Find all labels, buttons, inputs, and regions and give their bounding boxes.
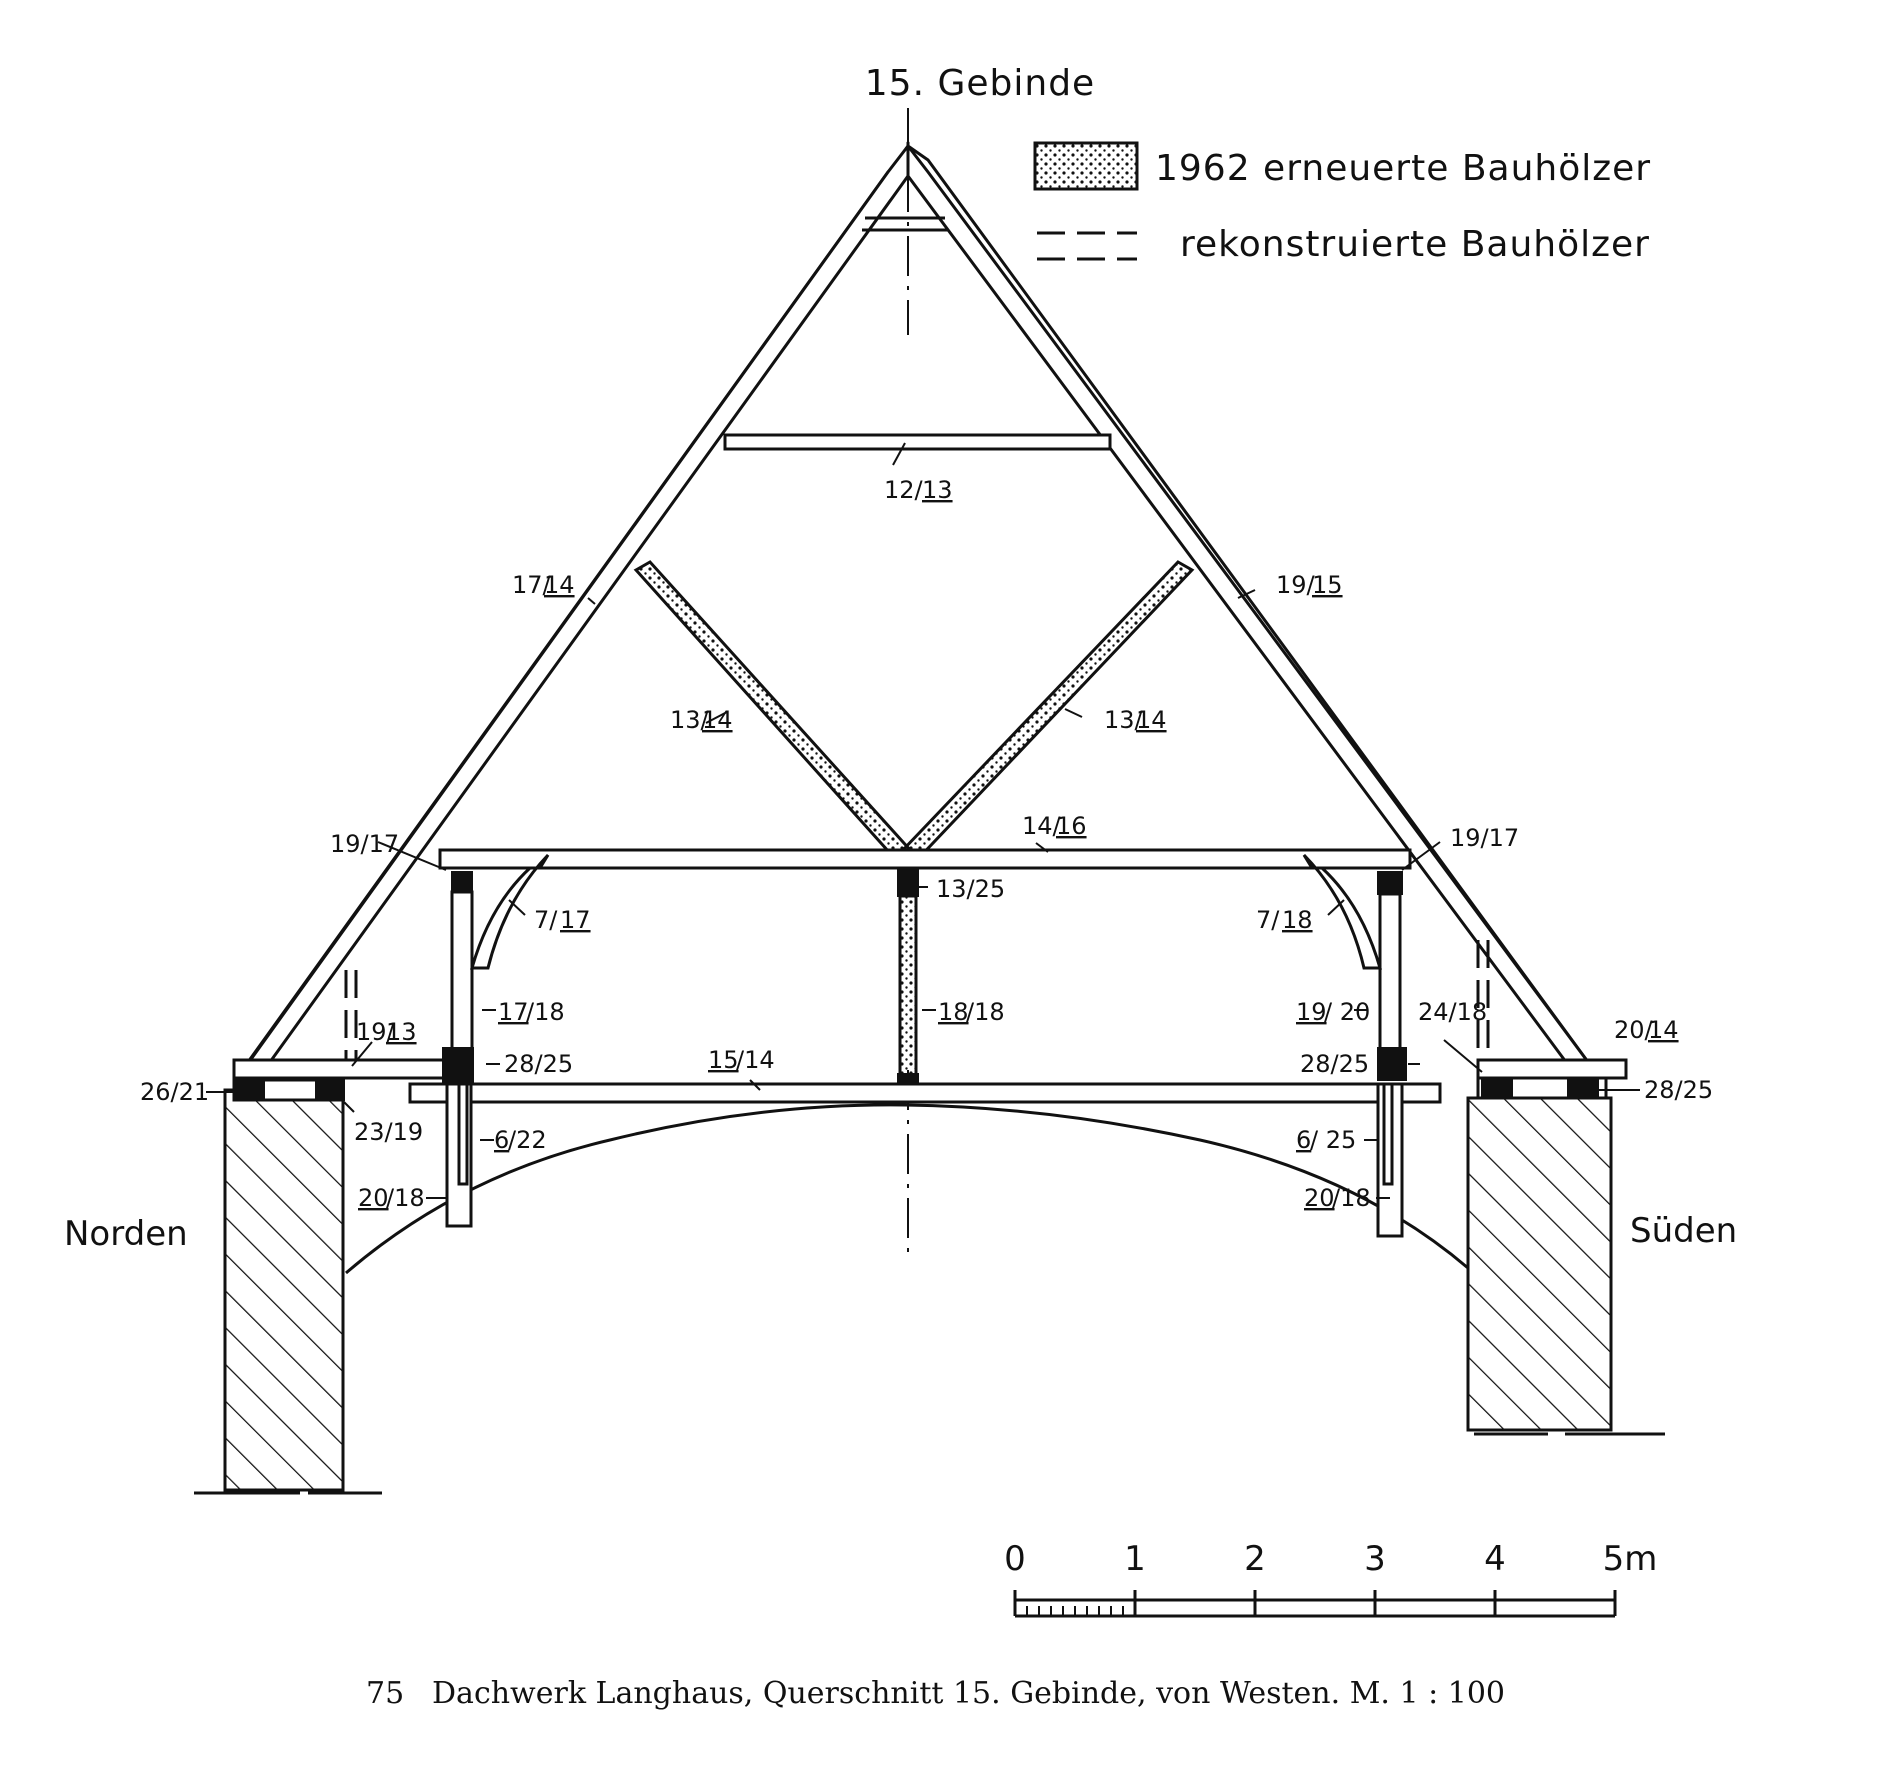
legend-swatch-renewed (1033, 141, 1139, 191)
label-post-south-b: / 20 (1324, 998, 1370, 1026)
label-sill-south: 28/25 (1300, 1050, 1369, 1078)
scale-label-2: 2 (1244, 1539, 1266, 1579)
label-brace-foot-south-b: / 25 (1310, 1126, 1356, 1154)
label-rafter-south-b: 15 (1312, 571, 1343, 599)
label-strut-north-b: 17 (560, 906, 591, 934)
label-brace-north-b: 14 (702, 706, 733, 734)
south-wall (1466, 1096, 1613, 1432)
label-wallplate-north-a: 19/ (356, 1018, 396, 1046)
label-collar-upper-a: 12/ (884, 476, 924, 504)
label-tie-beam-a: 15 (708, 1046, 739, 1074)
label-collar-lower-a: 14/ (1022, 812, 1062, 840)
wall-plate-south (1476, 1058, 1628, 1080)
label-wallplate-south-a: 20/ (1614, 1016, 1654, 1044)
label-king-post-b: /18 (966, 998, 1005, 1026)
sill-south (1377, 1047, 1407, 1081)
label-purlin-south: 19/17 (1450, 824, 1519, 852)
brace-foot-south (1382, 1082, 1394, 1186)
south-label: Süden (1630, 1211, 1737, 1251)
scale-label-0: 0 (1004, 1539, 1026, 1579)
label-post-north-b: /18 (526, 998, 565, 1026)
plate-north-a (233, 1079, 265, 1101)
plate-south-b (1567, 1077, 1599, 1099)
label-rafter-north-a: 17/ (512, 571, 552, 599)
post-south (1378, 892, 1402, 1054)
scale-label-3: 3 (1364, 1539, 1386, 1579)
brace-foot-north (457, 1082, 469, 1186)
label-wallplate-south-b: 14 (1648, 1016, 1679, 1044)
label-strut-south-b: 18 (1282, 906, 1313, 934)
label-plate-north-b: 23/19 (354, 1118, 423, 1146)
scale-label-4: 4 (1484, 1539, 1506, 1579)
vault-arch (345, 1103, 1469, 1275)
label-post-foot-south-b: /18 (1332, 1184, 1371, 1212)
knee-strut-north (470, 853, 550, 970)
scale-bar: 0 1 2 3 4 5m (1004, 1539, 1658, 1618)
king-post-head (897, 867, 919, 897)
label-sill-far-south: 28/25 (1644, 1076, 1713, 1104)
label-king-post-a: 18 (938, 998, 969, 1026)
knee-strut-south (1302, 853, 1382, 970)
king-post (898, 894, 918, 1078)
tie-beam (408, 1082, 1442, 1104)
label-collar-upper-b: 13 (922, 476, 953, 504)
label-brace-south-b: 14 (1136, 706, 1167, 734)
label-brace-south-a: 13/ (1104, 706, 1144, 734)
label-post-south-a: 19 (1296, 998, 1327, 1026)
label-post-foot-north-b: /18 (386, 1184, 425, 1212)
leader-lines (206, 442, 1640, 1199)
label-wallplate-north-b: 13 (386, 1018, 417, 1046)
label-tie-beam-b: /14 (736, 1046, 775, 1074)
lower-collar-beam (438, 848, 1412, 870)
label-brace-foot-north-b: /22 (508, 1126, 547, 1154)
diagram-title: 15. Gebinde (865, 63, 1095, 104)
label-strut-south-a: 7/ (1256, 906, 1280, 934)
scale-subdivisions (1026, 1606, 1124, 1616)
label-post-foot-north-a: 20 (358, 1184, 389, 1212)
label-brace-foot-north-a: 6 (494, 1126, 509, 1154)
caption-text: Dachwerk Langhaus, Querschnitt 15. Gebin… (432, 1676, 1505, 1711)
wall-plate-north (232, 1058, 446, 1080)
label-post-north-a: 17 (498, 998, 529, 1026)
label-rafter-north-b: 14 (544, 571, 575, 599)
caption-number: 75 (366, 1676, 404, 1711)
sill-north (442, 1047, 474, 1083)
label-rafter-south-a: 19/ (1276, 571, 1316, 599)
label-brace-north-a: 13/ (670, 706, 710, 734)
label-collar-lower-b: 16 (1056, 812, 1087, 840)
label-post-south-extra: 24/18 (1418, 998, 1487, 1026)
purlin-north (451, 871, 473, 893)
label-king-head: 13/25 (936, 875, 1005, 903)
scale-label-5: 5m (1603, 1539, 1658, 1579)
purlin-south (1377, 871, 1403, 895)
legend-reconstructed-label: rekonstruierte Bauhölzer (1180, 224, 1650, 265)
plate-south-a (1481, 1077, 1513, 1099)
label-purlin-north: 19/17 (330, 830, 399, 858)
rafter-south (906, 141, 1591, 1064)
label-sill-north: 28/25 (504, 1050, 573, 1078)
plate-north-b (315, 1079, 345, 1101)
north-label: Norden (64, 1214, 188, 1254)
label-strut-north-a: 7/ (534, 906, 558, 934)
north-wall (223, 1088, 345, 1492)
legend: 1962 erneuerte Bauhölzer rekonstruierte … (1033, 141, 1651, 265)
legend-renewed-label: 1962 erneuerte Bauhölzer (1155, 148, 1651, 189)
label-brace-foot-south-a: 6 (1296, 1126, 1311, 1154)
label-post-foot-south-a: 20 (1304, 1184, 1335, 1212)
post-north (450, 890, 474, 1054)
upper-collar-beam (723, 433, 1112, 451)
label-plate-far-north: 26/21 (140, 1078, 209, 1106)
scale-label-1: 1 (1124, 1539, 1146, 1579)
